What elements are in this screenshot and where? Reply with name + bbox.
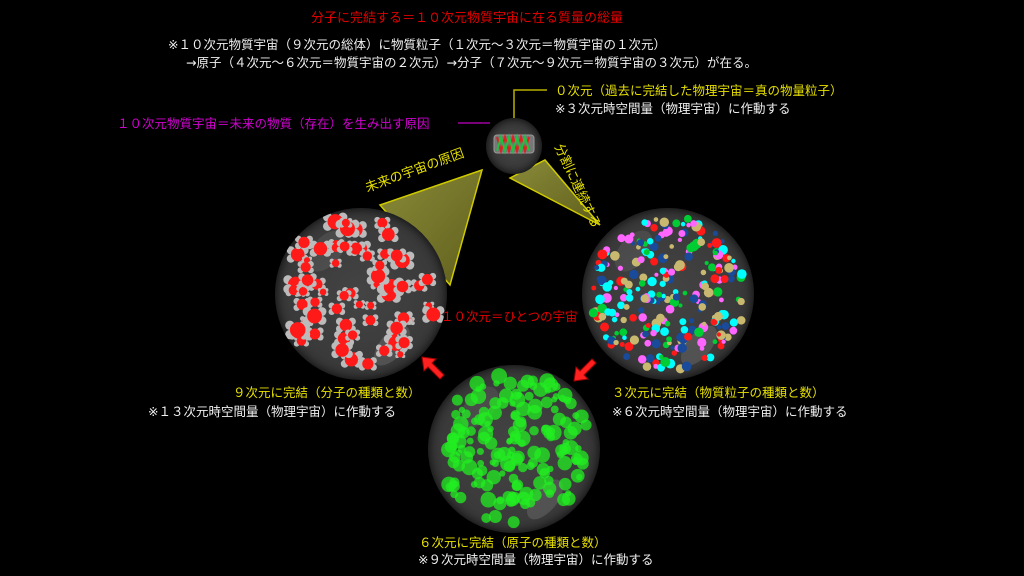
molecule-sphere [275, 208, 447, 380]
zero-dimension-label: ０次元（過去に完結した物理宇宙＝真の物量粒子） [555, 83, 843, 98]
arrow-down-left-icon [573, 358, 597, 382]
center-label: １０次元＝ひとつの宇宙 [441, 309, 578, 324]
intro-line-2: →原子（４次元～６次元＝物質宇宙の２次元）→分子（７次元～９次元＝物質宇宙の３次… [186, 55, 757, 70]
diagram-title: 分子に完結する＝１０次元物質宇宙に在る質量の総量 [311, 11, 624, 26]
atom-note: ※９次元時空間量（物理宇宙）に作動する [418, 552, 654, 567]
particle-label: ３次元に完結（物質粒子の種類と数） [612, 385, 825, 400]
molecule-label: ９次元に完結（分子の種類と数） [233, 385, 421, 400]
particle-note: ※６次元時空間量（物理宇宙）に作動する [612, 404, 848, 419]
atom-label: ６次元に完結（原子の種類と数） [419, 535, 607, 550]
arrow-up-left-icon [421, 356, 445, 380]
particle-sphere [582, 208, 754, 380]
zero-dimension-note: ※３次元時空間量（物理宇宙）に作動する [555, 101, 791, 116]
atom-sphere [428, 365, 600, 533]
zero-dimension-orb [486, 118, 542, 174]
molecule-note: ※１３次元時空間量（物理宇宙）に作動する [148, 404, 396, 419]
cause-label: １０次元物質宇宙＝未来の物質（存在）を生み出す原因 [117, 116, 430, 131]
intro-line-1: ※１０次元物質宇宙（９次元の総体）に物質粒子（１次元～３次元＝物質宇宙の１次元） [168, 37, 666, 52]
